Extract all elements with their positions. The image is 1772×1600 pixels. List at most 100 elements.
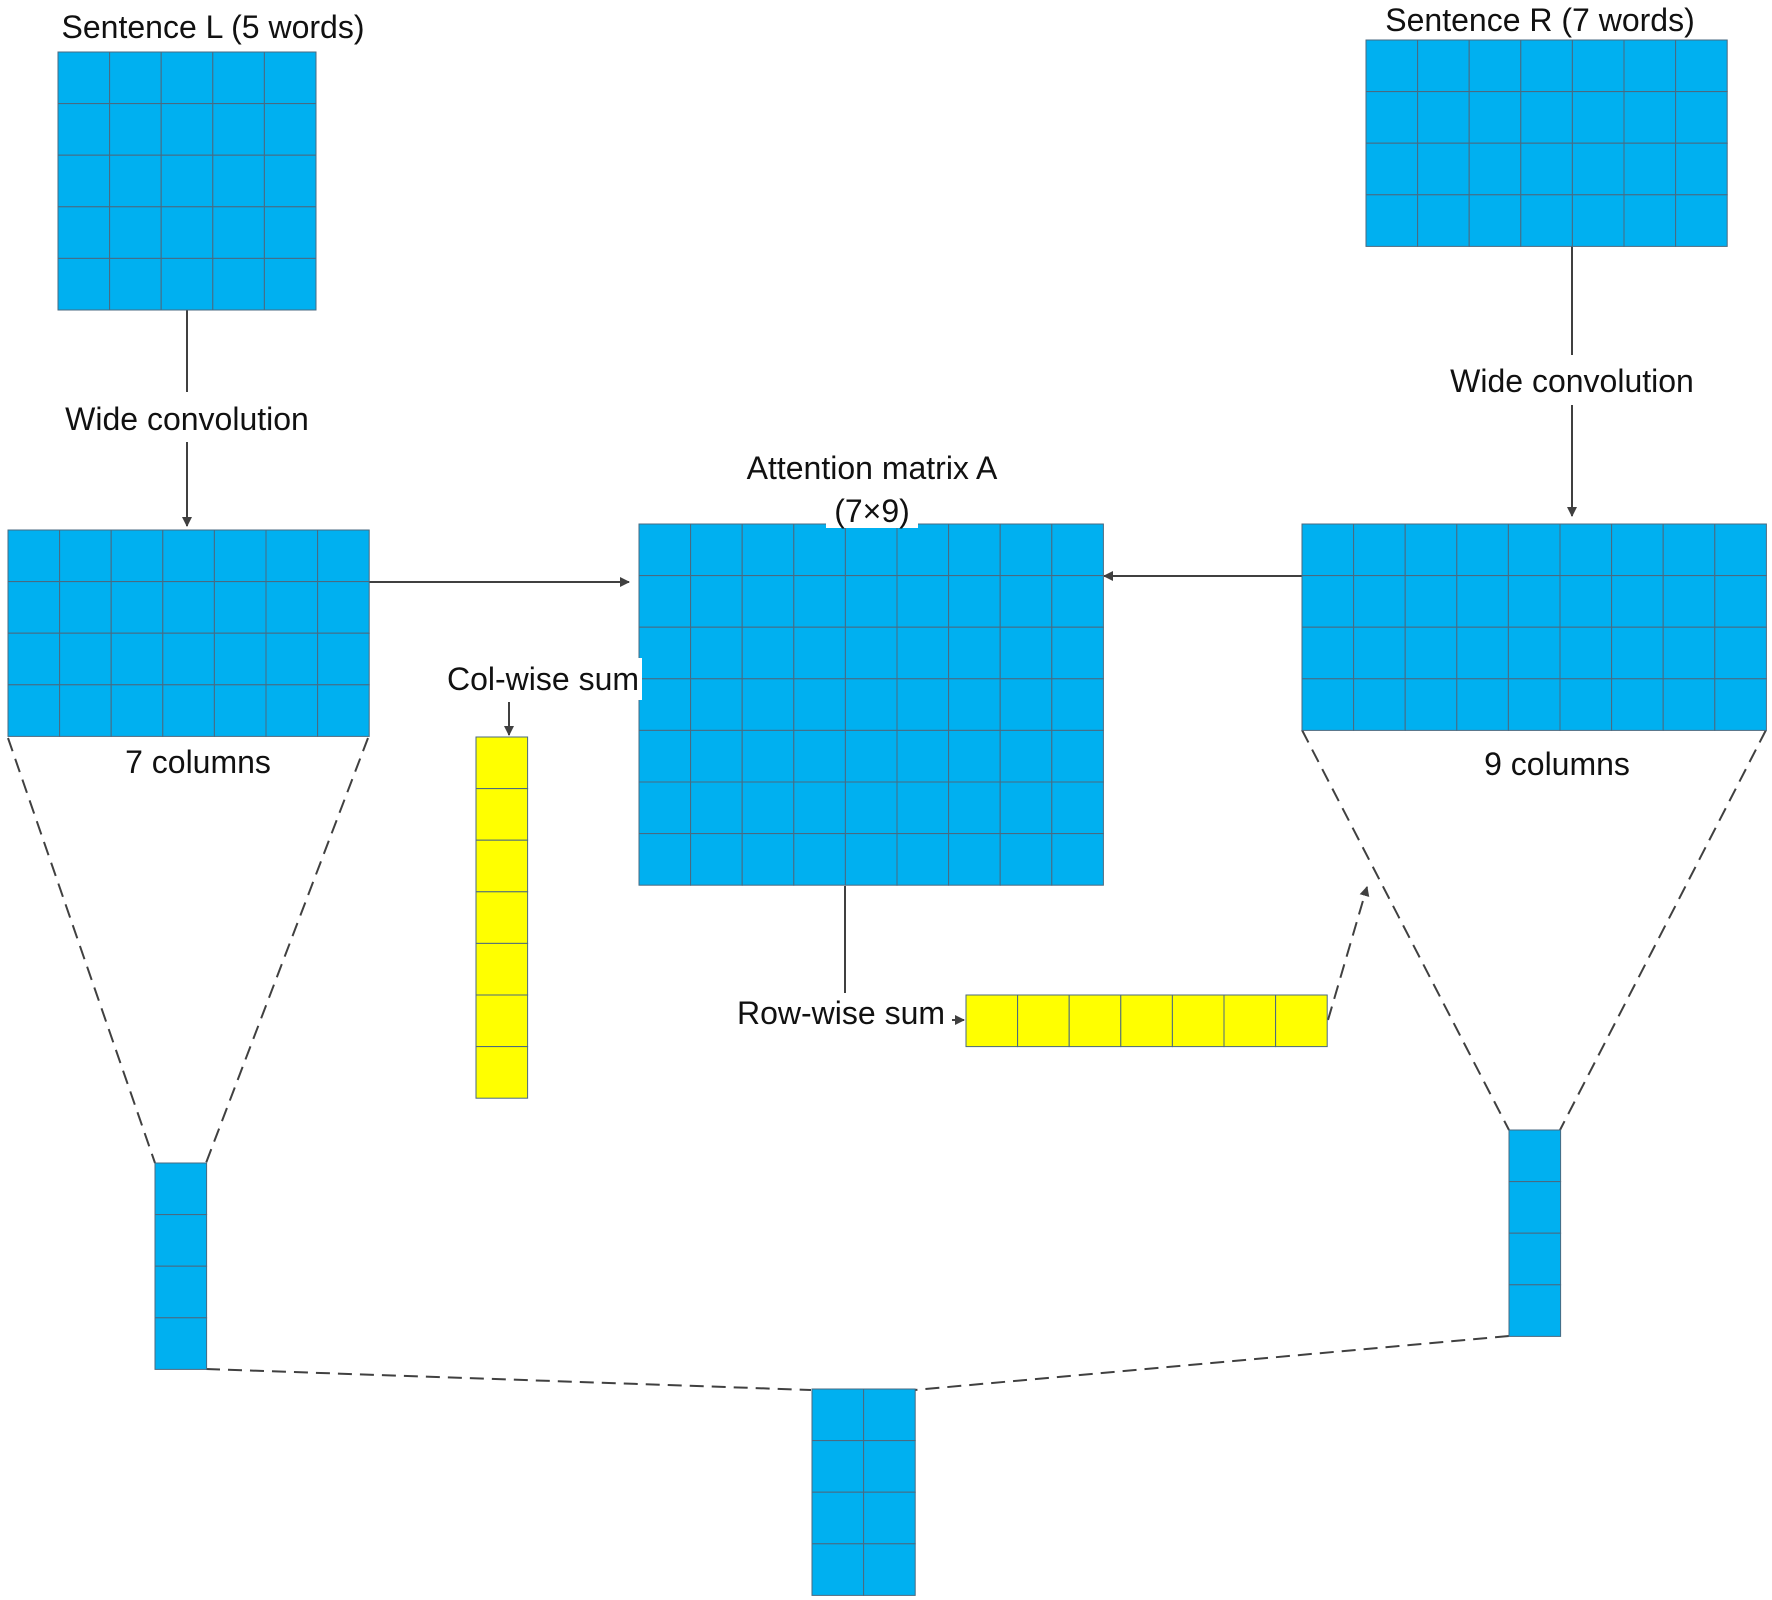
grid-cell <box>1301 575 1355 628</box>
merge-line-right <box>914 1335 1510 1391</box>
grid-cell <box>1404 626 1458 680</box>
grid-cell <box>1365 194 1419 247</box>
grid-cell <box>109 206 162 259</box>
funnel-left-outer <box>7 737 156 1164</box>
grid-cell <box>1507 626 1561 680</box>
grid-cell <box>1662 626 1716 680</box>
grid-cell <box>110 632 164 686</box>
grid-cell <box>1468 39 1522 93</box>
grid-cell <box>1611 523 1664 577</box>
grid-cell <box>948 523 1001 577</box>
grid-cell <box>110 529 164 583</box>
grid-cell <box>110 581 164 634</box>
row-sum-vector <box>965 994 1328 1048</box>
funnel-right-outer <box>1301 729 1510 1131</box>
grid-cell <box>1353 678 1406 731</box>
grid-cell <box>638 833 692 886</box>
grid-cell <box>690 678 743 731</box>
grid-cell <box>793 729 846 783</box>
grid-cell <box>59 632 112 686</box>
grid-cell <box>263 206 317 259</box>
grid-cell <box>475 736 529 790</box>
grid-cell <box>1417 194 1470 247</box>
grid-cell <box>109 103 162 156</box>
grid-cell <box>160 154 214 208</box>
funnel-left-inner <box>205 737 369 1164</box>
grid-cell <box>109 51 162 105</box>
grid-cell <box>844 626 898 680</box>
grid-cell <box>793 678 846 731</box>
grid-cell <box>811 1388 865 1442</box>
grid-cell <box>896 523 950 577</box>
grid-cell <box>1051 523 1104 577</box>
grid-cell <box>948 678 1001 731</box>
grid-cell <box>1417 39 1470 93</box>
grid-cell <box>1675 91 1728 144</box>
conv-left-matrix <box>7 529 370 737</box>
grid-cell <box>1520 142 1573 196</box>
grid-cell <box>896 729 950 783</box>
grid-cell <box>7 529 61 583</box>
grid-cell <box>1507 575 1561 628</box>
merge-line-left <box>205 1368 812 1391</box>
grid-cell <box>7 684 61 737</box>
grid-cell <box>948 833 1001 886</box>
grid-cell <box>1508 1181 1562 1234</box>
grid-cell <box>263 51 317 105</box>
grid-cell <box>162 529 215 583</box>
grid-cell <box>265 529 319 583</box>
grid-cell <box>844 781 898 835</box>
grid-cell <box>1559 626 1613 680</box>
grid-cell <box>1171 994 1225 1048</box>
grid-cell <box>999 575 1053 628</box>
grid-cell <box>59 684 112 737</box>
grid-cell <box>741 729 795 783</box>
grid-cell <box>212 103 265 156</box>
grid-cell <box>1051 626 1104 680</box>
grid-cell <box>811 1543 865 1596</box>
grid-cell <box>109 257 162 311</box>
grid-cell <box>1223 994 1277 1048</box>
grid-cell <box>1571 194 1625 247</box>
grid-cell <box>109 154 162 208</box>
row-sum-label: Row-wise sum <box>737 995 945 1031</box>
right-columns-label: 9 columns <box>1484 746 1630 782</box>
grid-cell <box>999 626 1053 680</box>
grid-cell <box>741 575 795 628</box>
grid-cell <box>1662 523 1716 577</box>
grid-cell <box>863 1440 916 1493</box>
grid-cell <box>1611 678 1664 731</box>
grid-cell <box>154 1265 208 1319</box>
grid-cell <box>475 994 529 1048</box>
grid-cell <box>1051 781 1104 835</box>
grid-cell <box>690 729 743 783</box>
grid-cell <box>741 781 795 835</box>
grid-cell <box>475 891 529 944</box>
grid-cell <box>844 729 898 783</box>
grid-cell <box>1051 575 1104 628</box>
grid-cell <box>896 626 950 680</box>
grid-cell <box>263 154 317 208</box>
grid-cell <box>1051 729 1104 783</box>
grid-cell <box>160 206 214 259</box>
grid-cell <box>1559 575 1613 628</box>
grid-cell <box>638 626 692 680</box>
grid-cell <box>213 529 267 583</box>
grid-cell <box>690 575 743 628</box>
row-vector-dashed-arrow <box>1327 886 1370 1021</box>
grid-cell <box>741 523 795 577</box>
grid-cell <box>863 1388 916 1442</box>
grid-cell <box>1301 678 1355 731</box>
grid-cell <box>844 523 898 577</box>
wide-conv-right-label: Wide convolution <box>1450 363 1694 399</box>
grid-cell <box>57 51 111 105</box>
grid-cell <box>1353 523 1406 577</box>
grid-cell <box>1611 575 1664 628</box>
grid-cell <box>1365 142 1419 196</box>
grid-cell <box>741 626 795 680</box>
grid-cell <box>896 678 950 731</box>
grid-cell <box>638 523 692 577</box>
grid-cell <box>948 626 1001 680</box>
grid-cell <box>793 626 846 680</box>
